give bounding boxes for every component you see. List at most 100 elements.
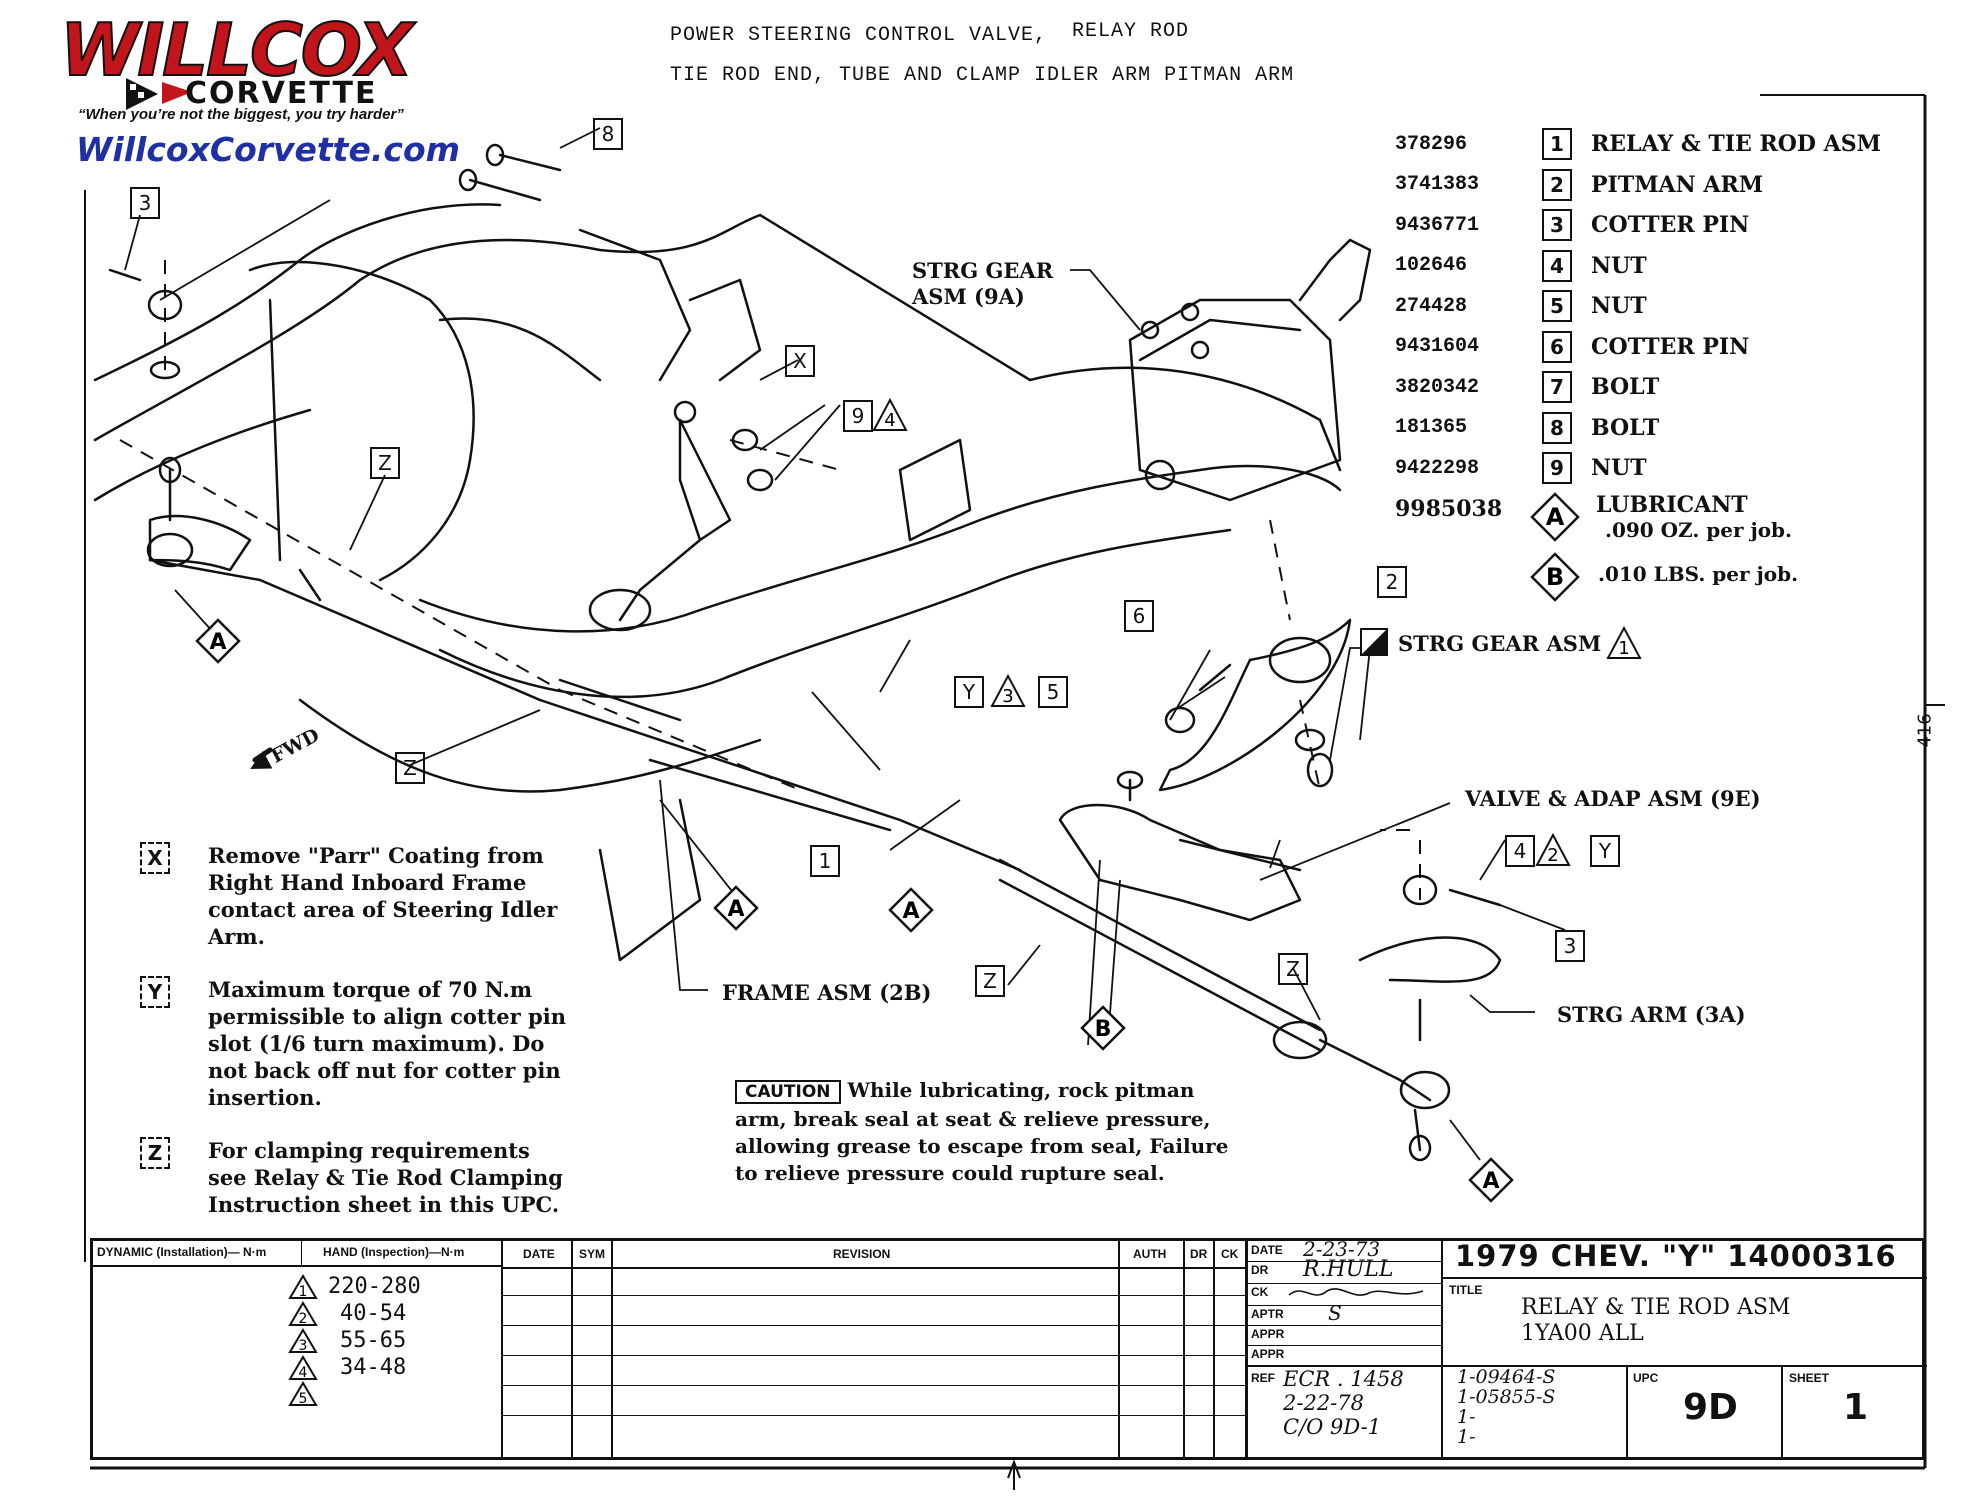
ref-label: REF bbox=[1251, 1371, 1275, 1385]
valve-adapter-assembly bbox=[1058, 770, 1302, 922]
label-strg-gear-9a: STRG GEAR ASM (9A) bbox=[912, 258, 1054, 309]
website-link[interactable]: WillcoxCorvette.com bbox=[76, 130, 460, 169]
callout-box-z-3: Z bbox=[975, 965, 1005, 997]
triangle-2-callout: 2 bbox=[1535, 832, 1571, 871]
svg-text:1: 1 bbox=[299, 1284, 308, 1300]
svg-text:A: A bbox=[727, 897, 744, 922]
lube-b-diamond: B bbox=[1080, 1005, 1126, 1055]
torque-row: 3 55-65 bbox=[288, 1327, 421, 1354]
callout-box-z-1: Z bbox=[370, 447, 400, 479]
svg-text:A: A bbox=[209, 630, 226, 655]
callout-box-3-left: 3 bbox=[130, 187, 160, 219]
parts-row: 181365 8 BOLT bbox=[1395, 408, 1881, 449]
svg-text:3: 3 bbox=[299, 1338, 308, 1354]
svg-text:B: B bbox=[1546, 563, 1564, 591]
flag-icon bbox=[122, 74, 232, 116]
signoff-ck-label: CK bbox=[1251, 1285, 1269, 1299]
title-block: DYNAMIC (Installation)— N·m HAND (Inspec… bbox=[90, 1237, 1927, 1460]
parts-list: 378296 1 RELAY & TIE ROD ASM 3741383 2 P… bbox=[1395, 124, 1881, 489]
svg-text:A: A bbox=[902, 899, 919, 924]
callout-box-2: 2 bbox=[1377, 566, 1407, 598]
signoff-aptr-label: APTR bbox=[1251, 1307, 1284, 1321]
tie-rod-tube bbox=[998, 858, 1451, 1162]
signoff-appr2-label: APPR bbox=[1251, 1347, 1285, 1361]
steering-gear-box bbox=[1128, 238, 1372, 502]
crossmember bbox=[418, 464, 1342, 633]
lube-a-part-no: 9985038 bbox=[1395, 496, 1503, 522]
torque-list: 1 220-280 2 40-54 3 55-65 4 34-48 5 bbox=[288, 1273, 421, 1407]
signoff-appr-label: APPR bbox=[1251, 1327, 1285, 1341]
svg-text:4: 4 bbox=[884, 410, 895, 431]
torque-row: 4 34-48 bbox=[288, 1354, 421, 1381]
callout-box-y-right: Y bbox=[1590, 835, 1620, 867]
sheet-value: 1 bbox=[1843, 1387, 1869, 1428]
drawing-title: RELAY & TIE ROD ASM 1YA00 ALL bbox=[1521, 1295, 1791, 1346]
callout-box-y: Y bbox=[954, 676, 984, 708]
parts-row: 9422298 9 NUT bbox=[1395, 448, 1881, 489]
lube-a-diamond-2: A bbox=[713, 885, 759, 935]
lube-b-qty: .010 LBS. per job. bbox=[1598, 562, 1799, 586]
upc-value: 9D bbox=[1683, 1387, 1738, 1428]
header-line-2: TIE ROD END, TUBE AND CLAMP IDLER ARM PI… bbox=[670, 64, 1295, 87]
note-key-z: Z bbox=[140, 1137, 200, 1218]
svg-text:A: A bbox=[1482, 1169, 1499, 1194]
torque-col-dynamic: DYNAMIC (Installation)— N·m bbox=[97, 1245, 267, 1259]
svg-text:2: 2 bbox=[299, 1311, 308, 1327]
callout-box-4-right: 4 bbox=[1505, 835, 1535, 867]
callout-box-8: 8 bbox=[593, 118, 623, 150]
sheet-label: SHEET bbox=[1789, 1371, 1830, 1385]
callout-box-9: 9 bbox=[843, 400, 873, 432]
idler-arm bbox=[588, 400, 774, 632]
rev-col-auth: AUTH bbox=[1133, 1247, 1167, 1261]
parts-row: 3820342 7 BOLT bbox=[1395, 367, 1881, 408]
triangle-1-icon: 1 bbox=[1606, 625, 1642, 664]
filled-square-icon bbox=[1360, 628, 1388, 660]
svg-text:A: A bbox=[1546, 503, 1565, 531]
release-numbers: 1-09464-S 1-05855-S 1- 1- bbox=[1457, 1366, 1556, 1448]
signoff-date-label: DATE bbox=[1251, 1243, 1283, 1257]
callout-box-1: 1 bbox=[810, 845, 840, 877]
parts-row: 378296 1 RELAY & TIE ROD ASM bbox=[1395, 124, 1881, 165]
upc-label: UPC bbox=[1633, 1371, 1659, 1385]
caution-note: CAUTION While lubricating, rock pitman a… bbox=[735, 1078, 1229, 1185]
parts-row: 9436771 3 COTTER PIN bbox=[1395, 205, 1881, 246]
signoff-dr-label: DR bbox=[1251, 1263, 1269, 1277]
willcox-logo[interactable]: WILLCOX CORVETTE bbox=[59, 8, 460, 111]
triangle-3-callout: 3 bbox=[990, 673, 1026, 712]
label-frame-asm: FRAME ASM (2B) bbox=[722, 980, 932, 1005]
svg-text:5: 5 bbox=[299, 1391, 308, 1407]
signoff-date-value: 2-23-73 bbox=[1303, 1237, 1381, 1261]
note-key-x: X bbox=[140, 842, 200, 950]
label-valve-adap: VALVE & ADAP ASM (9E) bbox=[1465, 786, 1761, 811]
parts-row: 9431604 6 COTTER PIN bbox=[1395, 327, 1881, 368]
rev-col-ck: CK bbox=[1221, 1247, 1239, 1261]
title-label: TITLE bbox=[1449, 1283, 1483, 1297]
rev-col-revision: REVISION bbox=[833, 1247, 891, 1261]
caution-tag: CAUTION bbox=[735, 1080, 841, 1104]
svg-text:B: B bbox=[1095, 1017, 1112, 1042]
rev-col-sym: SYM bbox=[579, 1247, 606, 1261]
logo-main-text: WILLCOX bbox=[59, 8, 414, 92]
lube-a-diamond-1: A bbox=[195, 618, 241, 668]
lube-b-key-icon: B bbox=[1530, 552, 1580, 606]
lube-a-name: LUBRICANT bbox=[1596, 492, 1748, 518]
svg-text:2: 2 bbox=[1547, 845, 1558, 866]
rev-col-dr: DR bbox=[1190, 1247, 1208, 1261]
svg-text:3: 3 bbox=[1002, 686, 1013, 707]
logo-sub-text: CORVETTE bbox=[185, 76, 378, 111]
svg-text:4: 4 bbox=[299, 1365, 308, 1381]
label-strg-gear-asm: STRG GEAR ASM bbox=[1398, 631, 1602, 656]
lube-a-qty: .090 OZ. per job. bbox=[1605, 518, 1793, 542]
tie-rod-end-left bbox=[146, 456, 322, 602]
header-line-1a: POWER STEERING CONTROL VALVE, bbox=[670, 24, 1048, 47]
signoff-dr-value: R.HULL bbox=[1303, 1257, 1394, 1282]
callout-box-z-4: Z bbox=[1278, 953, 1308, 985]
callout-box-x: X bbox=[785, 345, 815, 377]
parts-row: 102646 4 NUT bbox=[1395, 246, 1881, 287]
lube-a-diamond-3: A bbox=[888, 887, 934, 937]
ck-signature bbox=[1283, 1281, 1433, 1309]
